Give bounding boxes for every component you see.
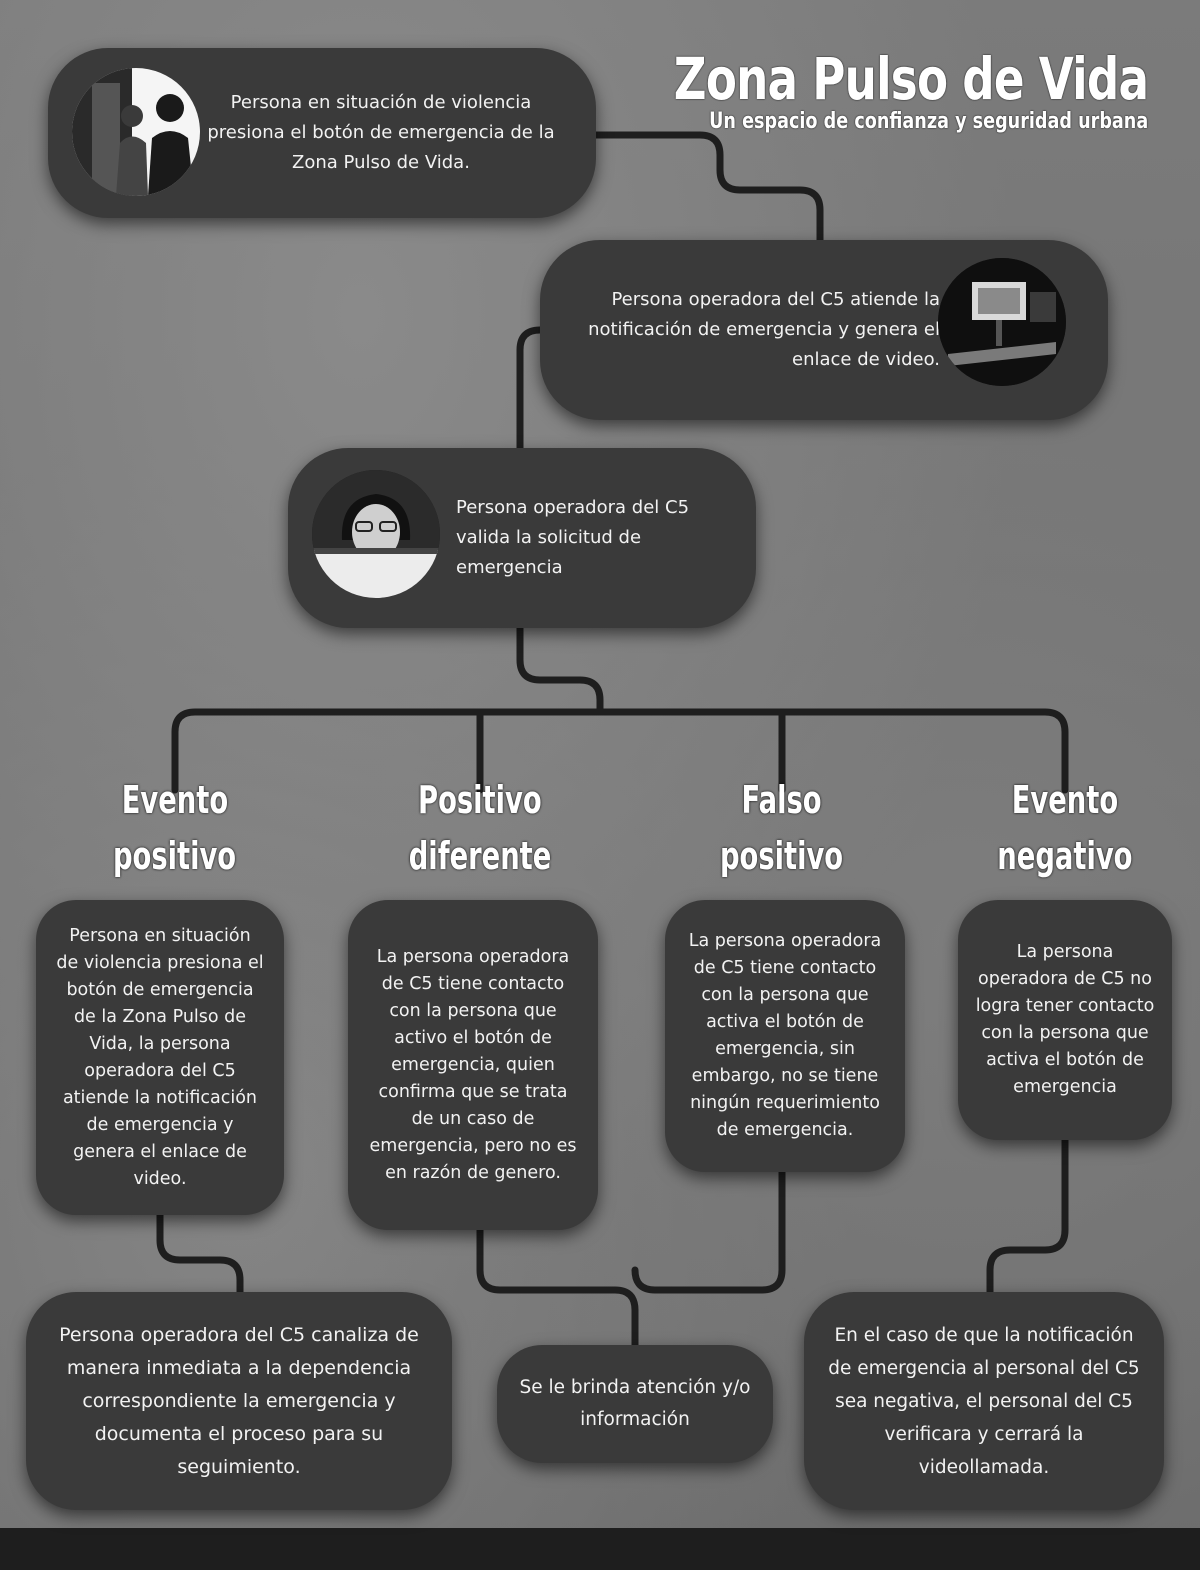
- category-2-title-line1: Positivo: [418, 778, 542, 822]
- category-3-title-line1: Falso: [741, 778, 823, 822]
- category-4-box: La persona operadora de C5 no logra tene…: [958, 900, 1172, 1140]
- connector-step1-step2: [586, 131, 824, 249]
- outcome-left-box: Persona operadora del C5 canaliza de man…: [26, 1292, 452, 1510]
- category-3-box: La persona operadora de C5 tiene contact…: [665, 900, 905, 1172]
- step-2-text: Persona operadora del C5 atiende la noti…: [588, 289, 940, 370]
- connector-cat4-outcome-right: [986, 1131, 1069, 1304]
- connector-cat2-merge: [476, 1221, 639, 1354]
- outcome-right-box: En el caso de que la notificación de eme…: [804, 1292, 1164, 1510]
- category-4-title-line2: negativo: [997, 834, 1133, 878]
- category-1-title-line2: positivo: [113, 834, 237, 878]
- category-2-text: La persona operadora de C5 tiene contact…: [369, 946, 577, 1183]
- control-room-photo-icon: [938, 258, 1066, 386]
- outcome-right-text: En el caso de que la notificación de eme…: [828, 1324, 1140, 1478]
- category-2-box: La persona operadora de C5 tiene contact…: [348, 900, 598, 1230]
- operator-photo-icon: [312, 470, 440, 598]
- page-title: Zona Pulso de Vida: [673, 45, 1149, 113]
- category-4-text: La persona operadora de C5 no logra tene…: [975, 942, 1155, 1097]
- title-block: Zona Pulso de Vida Un espacio de confian…: [540, 45, 1149, 134]
- connector-step3-branch: [516, 621, 604, 716]
- step-1-photo: [72, 68, 200, 196]
- category-2-title: Positivo diferente: [360, 772, 600, 884]
- people-photo-icon: [72, 68, 200, 196]
- bottom-band: [0, 1528, 1200, 1570]
- category-4-title: Evento negativo: [950, 772, 1180, 884]
- outcome-left-text: Persona operadora del C5 canaliza de man…: [59, 1323, 419, 1478]
- category-1-box: Persona en situación de violencia presio…: [36, 900, 284, 1215]
- category-3-text: La persona operadora de C5 tiene contact…: [688, 931, 882, 1140]
- category-1-title: Evento positivo: [60, 772, 290, 884]
- connector-cat3-merge: [631, 1161, 786, 1294]
- step-2-photo: [938, 258, 1066, 386]
- outcome-center-text: Se le brinda atención y/o información: [519, 1377, 751, 1430]
- step-3-photo: [312, 470, 440, 598]
- connector-branch-bar: [171, 708, 1069, 794]
- category-4-title-line1: Evento: [1011, 778, 1119, 822]
- outcome-center-box: Se le brinda atención y/o información: [497, 1345, 773, 1463]
- category-3-title-line2: positivo: [720, 834, 844, 878]
- step-1-text: Persona en situación de violencia presio…: [207, 92, 555, 173]
- category-2-title-line2: diferente: [408, 834, 552, 878]
- step-3-text: Persona operadora del C5 valida la solic…: [456, 497, 690, 578]
- category-3-title: Falso positivo: [667, 772, 897, 884]
- category-1-title-line1: Evento: [121, 778, 229, 822]
- connector-step2-step3: [516, 326, 564, 459]
- page-subtitle: Un espacio de confianza y seguridad urba…: [708, 109, 1148, 134]
- connector-cat1-outcome-left: [156, 1206, 244, 1304]
- category-1-text: Persona en situación de violencia presio…: [56, 925, 264, 1189]
